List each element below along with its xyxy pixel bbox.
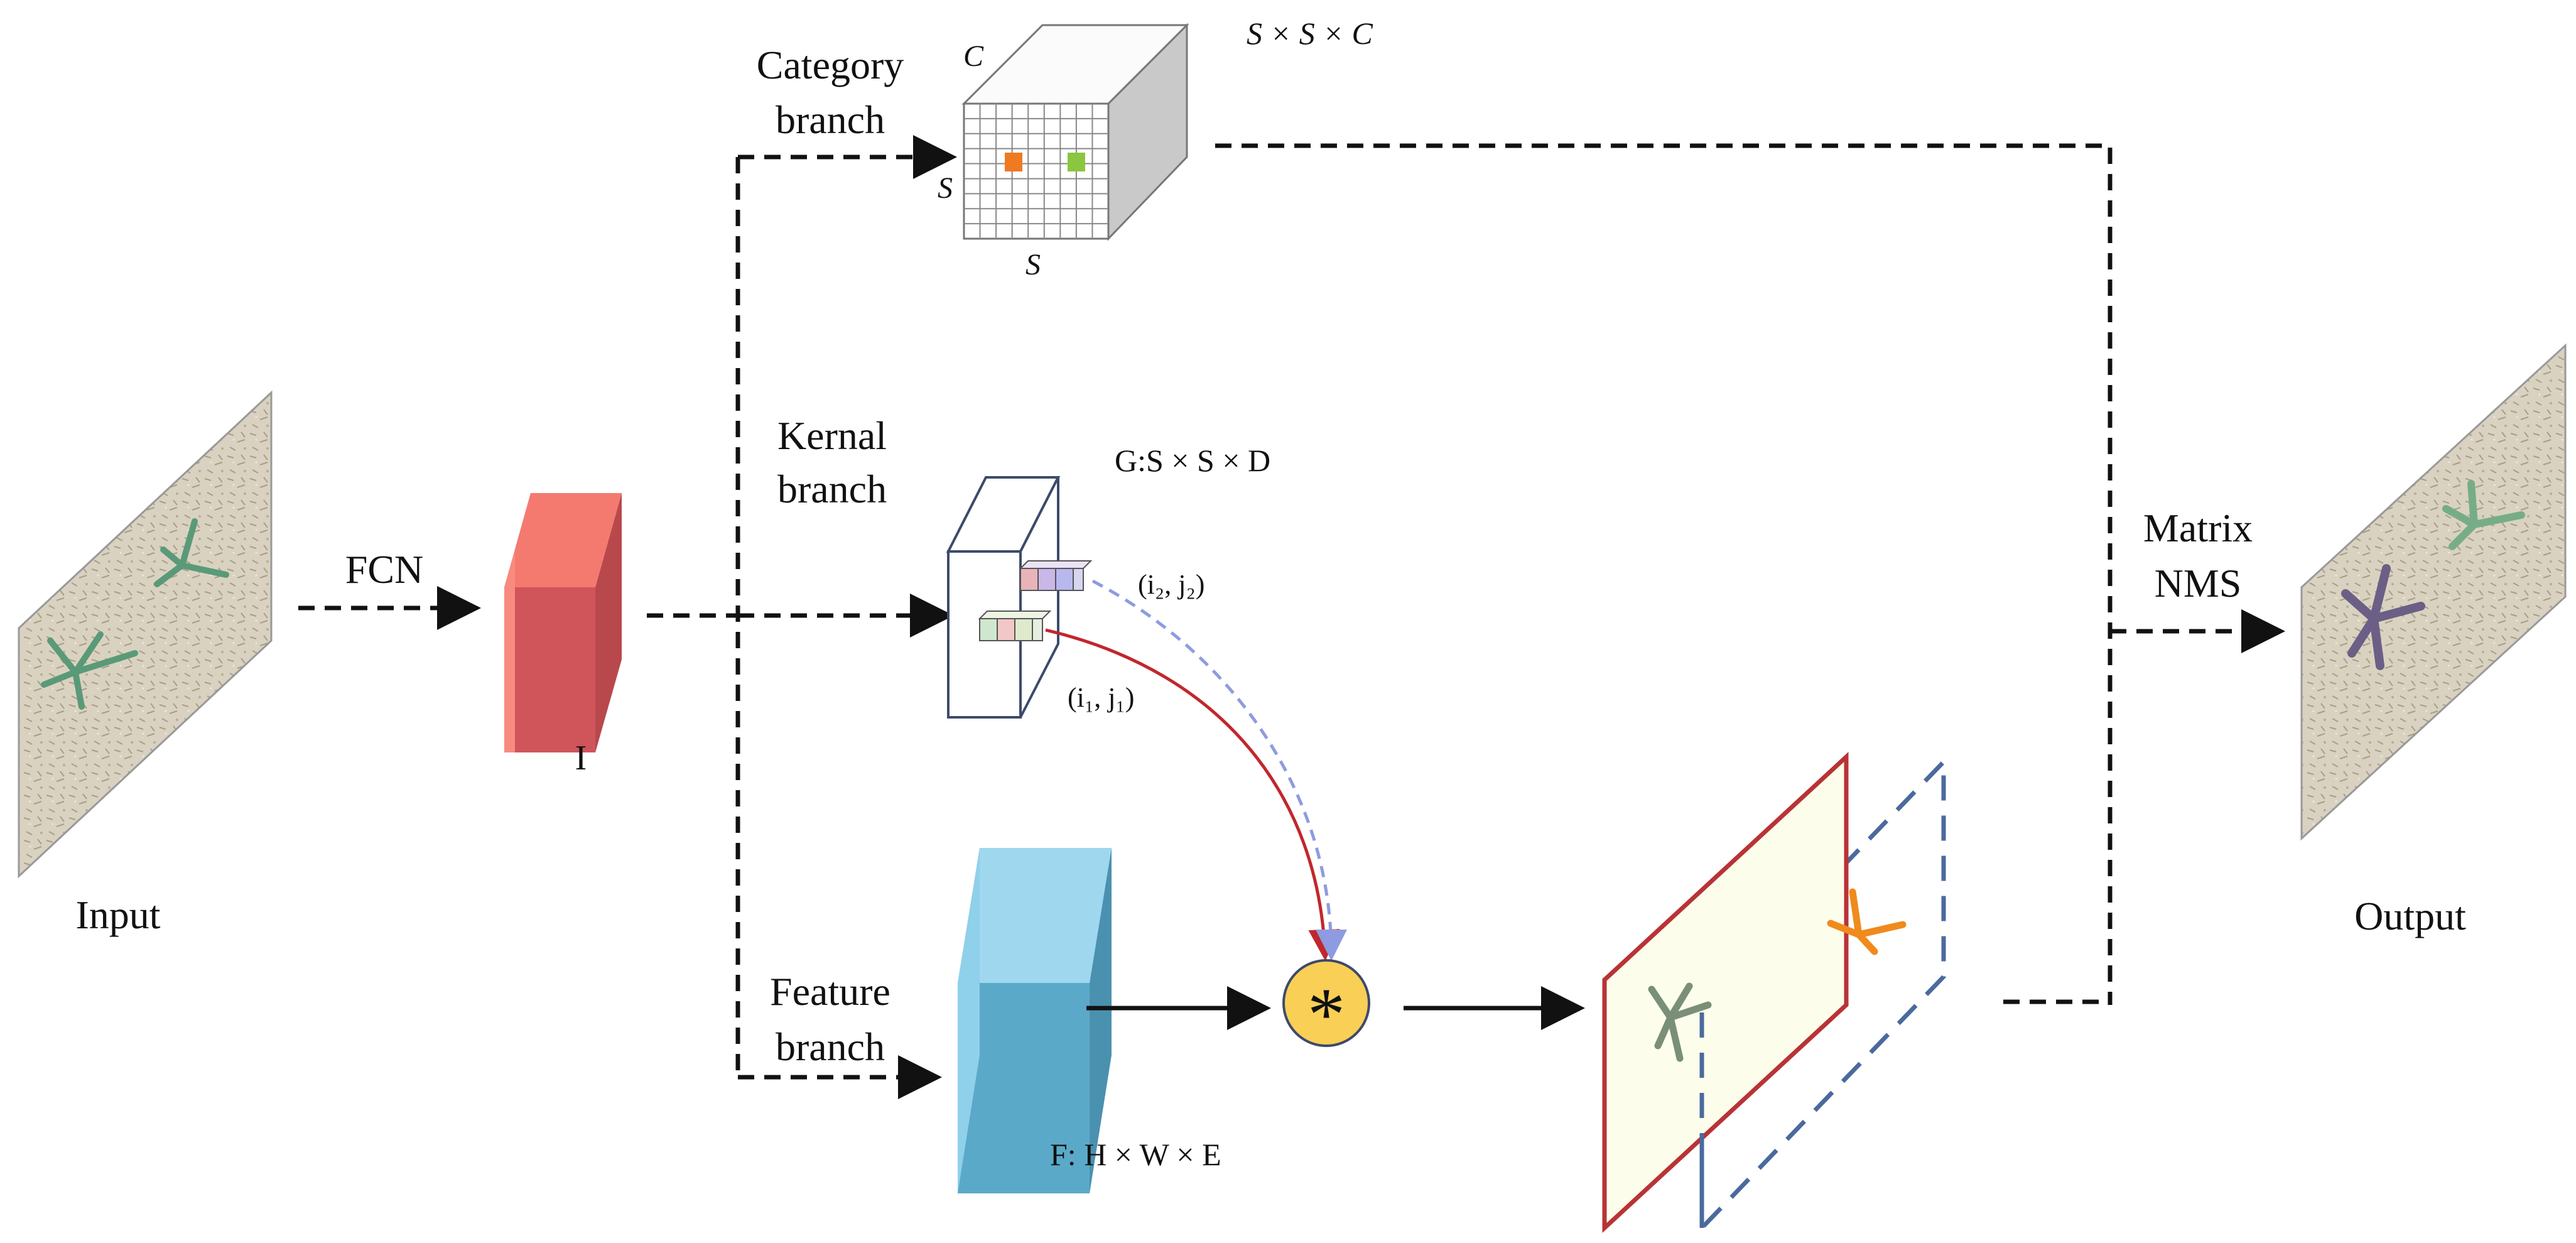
- feature-branch-label-2: branch: [776, 1024, 885, 1069]
- matrix-nms-label-2: NMS: [2155, 561, 2242, 605]
- fcn-feature-block: [504, 493, 622, 752]
- output-image: [2300, 343, 2567, 841]
- input-image: [18, 390, 273, 879]
- output-plant-green: [2442, 480, 2525, 550]
- branch-trunk: [647, 157, 740, 1077]
- category-branch-label-1: Category: [757, 43, 904, 87]
- output-label: Output: [2354, 894, 2466, 938]
- feature-shape-label: F: H × W × E: [1050, 1137, 1221, 1172]
- conv-symbol: *: [1307, 972, 1345, 1056]
- category-grid-cube: [961, 23, 1189, 241]
- s-axis-left-label: S: [938, 171, 953, 205]
- mask-plane-main: [1602, 752, 1849, 1233]
- kernel-blue-arrow: [1091, 579, 1347, 961]
- plant-icon: [41, 518, 229, 710]
- feature-branch-label-1: Feature: [770, 969, 890, 1014]
- category-branch-label-2: branch: [776, 97, 885, 142]
- kernel-red-arrow: [1045, 628, 1340, 961]
- c-axis-label: C: [963, 40, 984, 73]
- output-plant-purple: [2341, 564, 2425, 670]
- loc2-label: (i₂, j₂): [1138, 569, 1204, 600]
- input-label: Input: [75, 893, 160, 937]
- kernel-bar-lower: [978, 611, 1052, 641]
- kernel-cube: [946, 476, 1093, 719]
- category-cell-orange: [1005, 153, 1022, 171]
- feature-block: [958, 848, 1112, 1193]
- convolution-asterisk-icon: [1282, 959, 1370, 1047]
- matrix-nms-label-1: Matrix: [2143, 506, 2253, 550]
- kernal-branch-label-1: Kernal: [777, 413, 887, 458]
- category-shape-label: S × S × C: [1247, 16, 1373, 51]
- kernel-shape-label: G:S × S × D: [1115, 443, 1270, 478]
- category-to-nms-path: [1215, 143, 2113, 1005]
- fcn-label: FCN: [345, 547, 424, 592]
- kernal-branch-label-2: branch: [777, 467, 887, 511]
- mask-planes: [1602, 752, 1946, 1234]
- loc1-label: (i₁, j₁): [1068, 682, 1134, 713]
- s-axis-bottom-label: S: [1026, 248, 1041, 281]
- i-label: I: [575, 739, 587, 778]
- mask-plant-orange: [1827, 888, 1907, 955]
- category-cell-green: [1068, 153, 1085, 171]
- kernel-bar-upper: [1019, 560, 1093, 591]
- mask-plant-grey: [1648, 982, 1712, 1062]
